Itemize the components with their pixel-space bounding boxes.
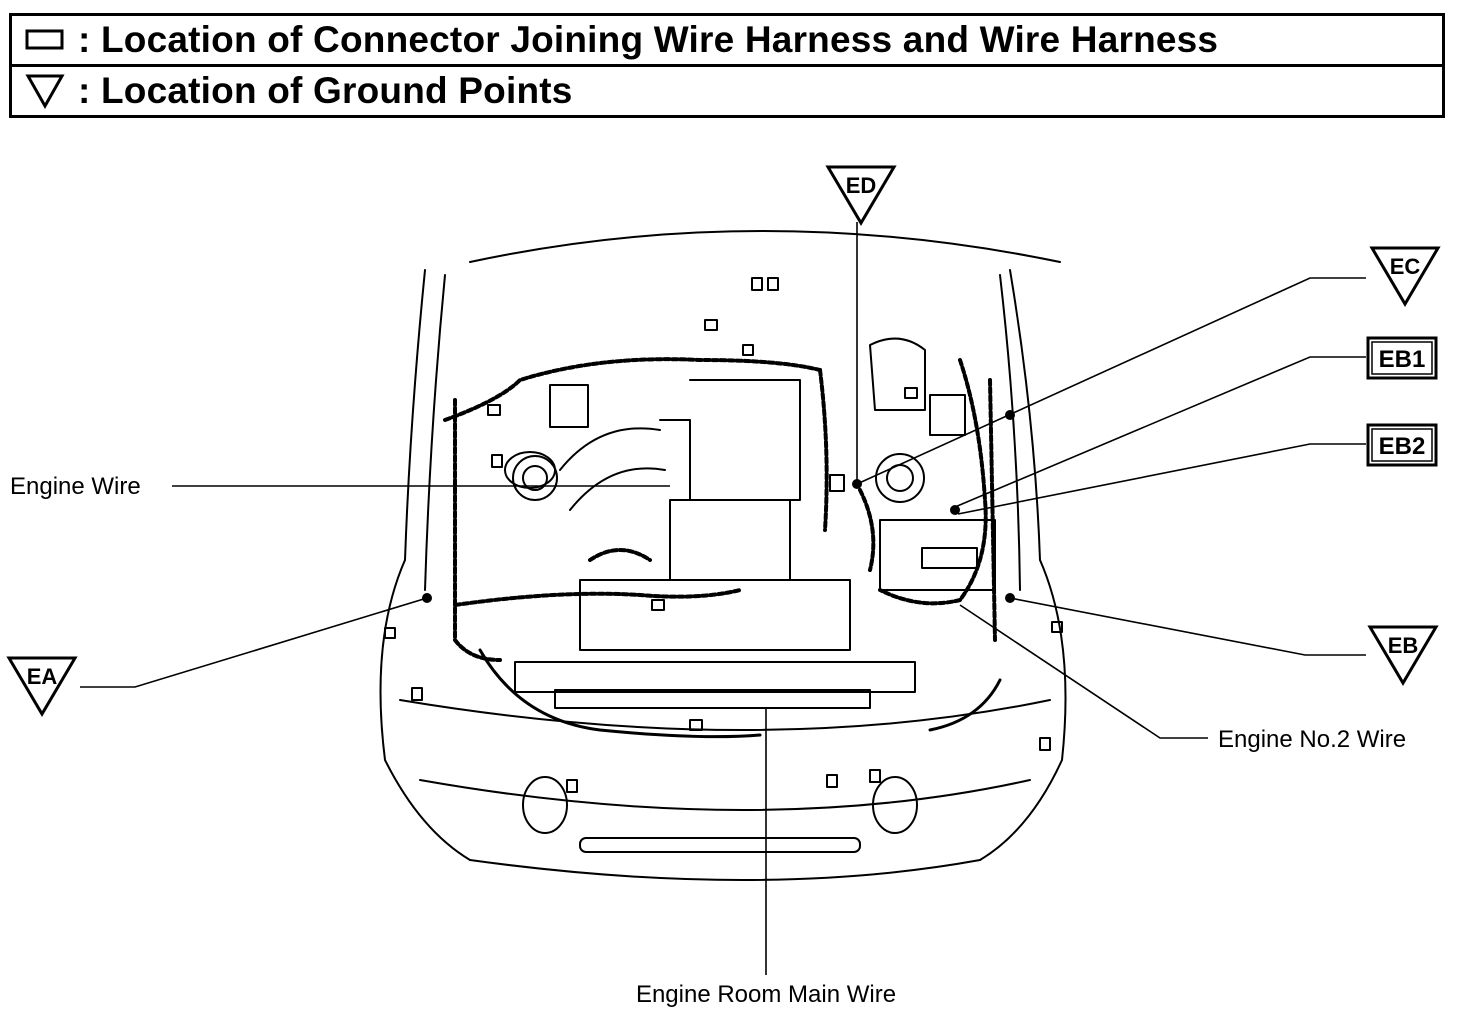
ground-point-ec: EC xyxy=(1369,246,1441,307)
leader-eb1 xyxy=(954,356,1366,508)
leader-ea xyxy=(80,597,428,688)
leader-engine-no2-wire xyxy=(959,604,1208,739)
legend-row-connector: : Location of Connector Joining Wire Har… xyxy=(12,16,1442,64)
ground-point-ea-label: EA xyxy=(27,664,58,689)
ground-point-ec-label: EC xyxy=(1390,254,1421,279)
connector-eb2: EB2 xyxy=(1366,423,1438,467)
leader-eb2 xyxy=(957,443,1366,515)
ground-point-eb-label: EB xyxy=(1388,633,1419,658)
ground-point-ed-label: ED xyxy=(846,173,877,198)
connector-eb2-label: EB2 xyxy=(1379,433,1426,460)
ground-point-eb: EB xyxy=(1367,625,1439,686)
ground-point-ed: ED xyxy=(825,165,897,226)
legend-box: : Location of Connector Joining Wire Har… xyxy=(9,13,1445,118)
leader-ec xyxy=(856,277,1366,485)
legend-ground-text: : Location of Ground Points xyxy=(78,70,573,111)
leader-lines xyxy=(80,222,1366,975)
legend-row-ground: : Location of Ground Points xyxy=(12,64,1442,115)
connector-eb1: EB1 xyxy=(1366,336,1438,380)
down-triangle-icon xyxy=(12,73,78,109)
engine-bay-drawing xyxy=(379,230,1067,881)
rectangle-icon xyxy=(12,28,78,52)
engine-no2-wire-label: Engine No.2 Wire xyxy=(1218,726,1406,753)
ground-point-ea: EA xyxy=(6,656,78,717)
legend-connector-text: : Location of Connector Joining Wire Har… xyxy=(78,19,1219,60)
leader-eb xyxy=(1009,597,1366,656)
engine-room-main-wire-label: Engine Room Main Wire xyxy=(636,981,896,1008)
engine-wire-label: Engine Wire xyxy=(10,473,141,500)
connector-eb1-label: EB1 xyxy=(1379,346,1426,373)
